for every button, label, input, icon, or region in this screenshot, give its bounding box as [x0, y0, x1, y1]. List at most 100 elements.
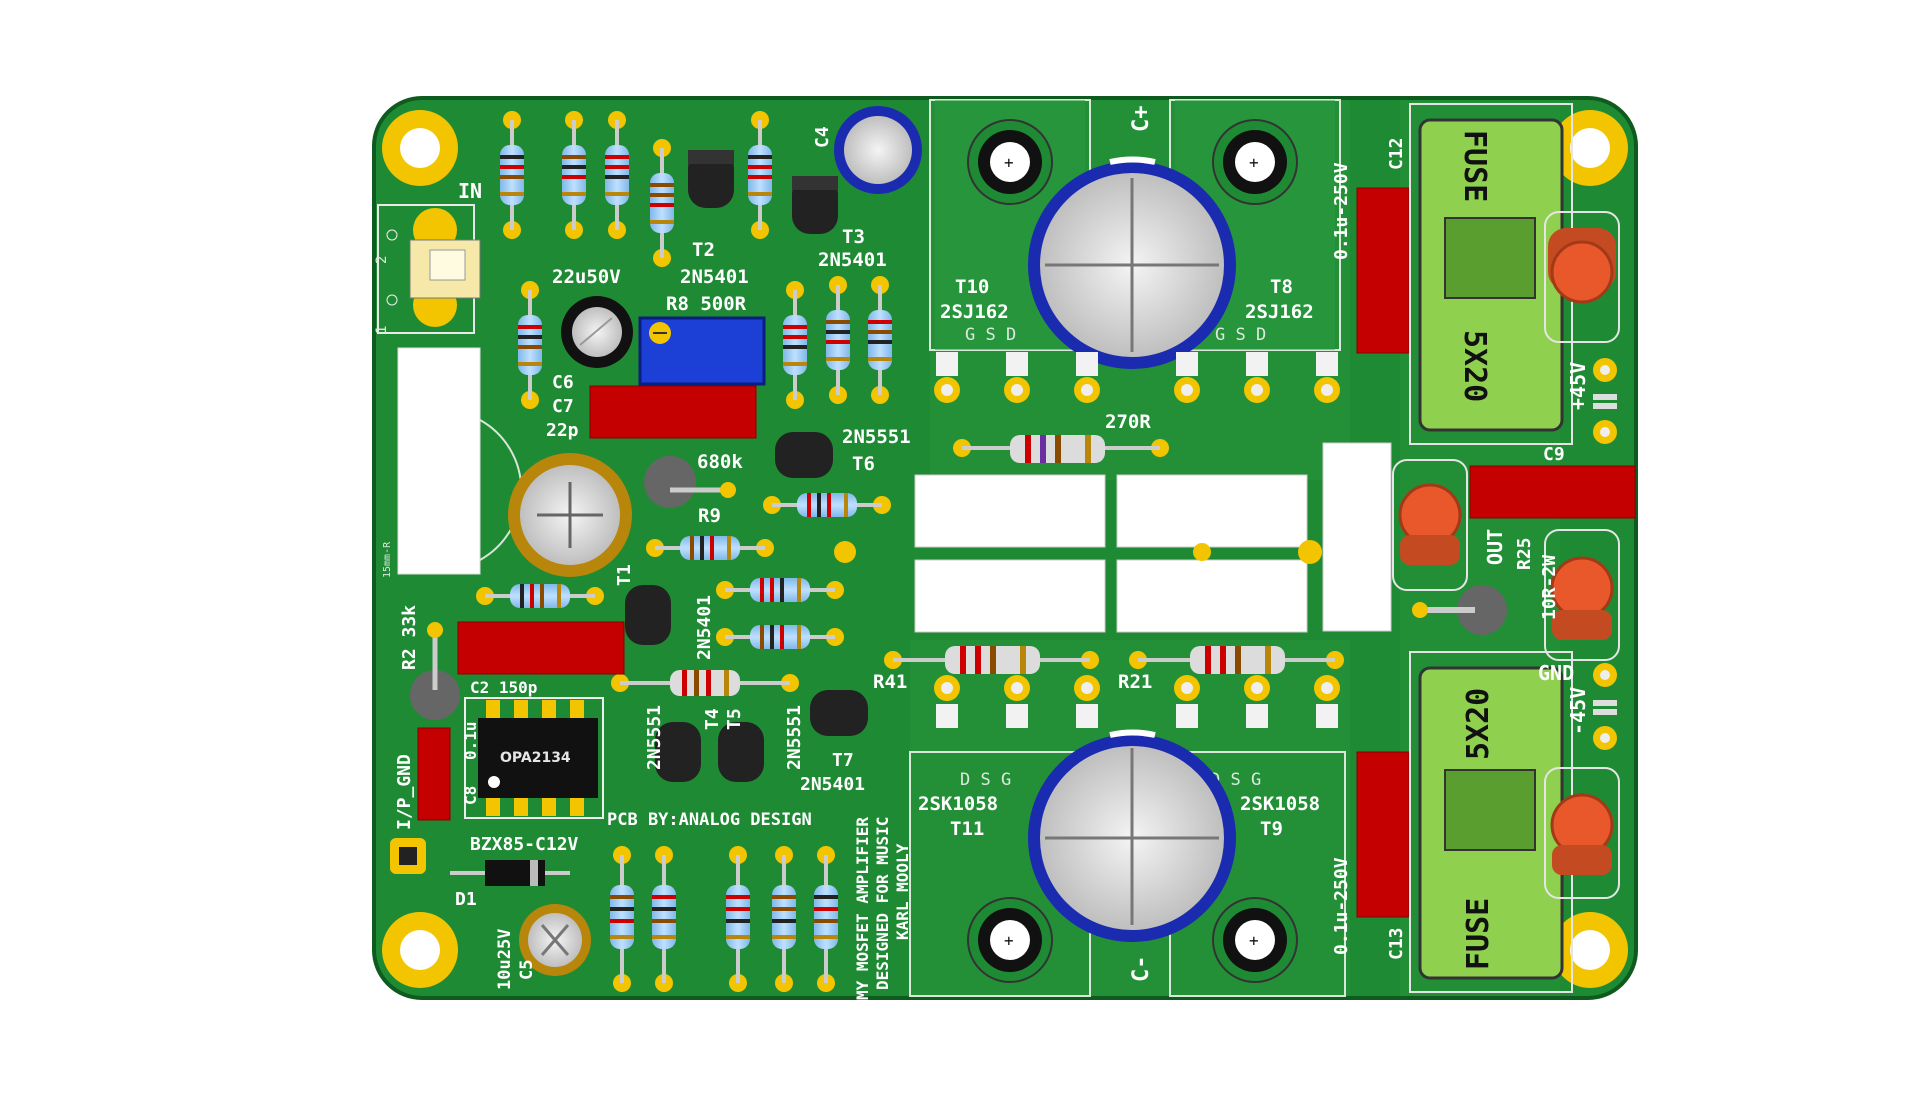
transistor-t3: [792, 176, 838, 234]
ic-opa2134: [464, 697, 604, 819]
label-r21: R21: [1118, 671, 1152, 693]
mosfet-pins-top: [934, 352, 1340, 403]
pad-plus45: [1593, 358, 1617, 444]
label-t3: T3: [842, 226, 865, 248]
diode-d1: [450, 860, 570, 886]
label-fuse-top: FUSE: [1457, 130, 1492, 202]
label-15mm: 15mm-R: [382, 541, 393, 578]
label-c5: C5: [517, 960, 537, 980]
transistor-t7: [810, 690, 868, 736]
mounting-hole-bl: [382, 912, 458, 988]
label-t5: T5: [724, 708, 745, 730]
resistor-r9: [644, 456, 736, 508]
label-t8-type: 2SJ162: [1245, 301, 1314, 323]
label-r9: R9: [698, 505, 721, 527]
label-t4: T4: [702, 708, 723, 730]
label-t10-pins: G S D: [965, 325, 1016, 345]
label-680k: 680k: [697, 451, 743, 473]
label-c12: C12: [1386, 137, 1407, 170]
capacitor-c9: [1469, 465, 1636, 519]
capacitor-c12: [1356, 187, 1410, 354]
svg-text:+: +: [1004, 153, 1014, 172]
capacitor-c-minus: [1028, 729, 1236, 942]
label-size-bot: 5X20: [1461, 688, 1496, 760]
label-d1: D1: [455, 889, 477, 910]
label-t7-type: 2N5401: [800, 774, 865, 795]
label-c13: C13: [1386, 927, 1407, 960]
label-t10-type: 2SJ162: [940, 301, 1009, 323]
label-gnd: GND: [1538, 661, 1574, 685]
label-r2: R2 33k: [399, 605, 420, 670]
label-t5-type: 2N5551: [784, 705, 805, 770]
terminal-bottom: [1544, 767, 1620, 899]
label-ip-gnd: I/P_GND: [394, 754, 415, 830]
label-t9: T9: [1260, 818, 1283, 840]
label-fuse-bot: FUSE: [1461, 898, 1496, 970]
transistor-t4: [655, 722, 701, 782]
label-r25-val: 10R-2W: [1539, 555, 1560, 620]
transistor-t6: [775, 432, 833, 478]
label-r8: R8 500R: [666, 293, 747, 315]
capacitor-c6: [561, 296, 633, 368]
label-t8-pins: G S D: [1215, 325, 1266, 345]
label-c4: C4: [812, 126, 833, 148]
label-cap-top: 0.1u-250V: [1331, 162, 1352, 260]
label-c22u: 22u50V: [552, 266, 621, 288]
label-pin2: 2: [374, 256, 390, 264]
capacitor-c5: [519, 904, 591, 976]
label-r25: R25: [1514, 537, 1535, 570]
mosfet-screw-t11: +: [967, 897, 1053, 983]
label-t2-type: 2N5401: [680, 266, 749, 288]
svg-text:+: +: [1249, 931, 1259, 950]
source-resistor-pads: [834, 442, 1392, 633]
mosfet-screw-t8: +: [1212, 119, 1298, 205]
capacitor-c13: [1356, 751, 1410, 918]
capacitor-c8: [417, 727, 451, 821]
label-zener: BZX85-C12V: [470, 834, 579, 855]
label-t2: T2: [692, 239, 715, 261]
transistor-t5: [718, 722, 764, 782]
label-c8: C8: [461, 786, 480, 805]
label-opamp: OPA2134: [500, 750, 571, 766]
terminal-gnd: [1544, 529, 1620, 661]
label-t6-type: 2N5551: [842, 426, 911, 448]
capacitor-main-input: [508, 453, 632, 577]
mounting-hole-tl: [382, 110, 458, 186]
label-credit3: KARL MOOLY: [893, 843, 912, 940]
fuse-holder-top: [1409, 103, 1573, 445]
label-t1: T1: [614, 564, 635, 586]
capacitor-c-plus: [1028, 156, 1236, 369]
label-c6: C6: [552, 372, 574, 393]
label-t11-type: 2SK1058: [918, 793, 998, 815]
label-cplus: C+: [1129, 106, 1154, 133]
label-c8-val: 0.1u: [461, 721, 480, 760]
label-270r: 270R: [1105, 411, 1151, 433]
label-t9-type: 2SK1058: [1240, 793, 1320, 815]
svg-text:+: +: [1249, 153, 1259, 172]
label-credit2: DESIGNED FOR MUSIC: [873, 817, 892, 990]
label-t7: T7: [832, 750, 854, 771]
label-t9-pins: D S G: [1210, 770, 1261, 790]
heatsink-pad-left: [397, 347, 481, 575]
resistor-array-mid: [476, 493, 891, 696]
label-pin1: 1: [374, 326, 390, 334]
resistor-r21: [1129, 646, 1344, 674]
trimmer-r8: [638, 316, 766, 386]
label-t1-type: 2N5401: [694, 595, 715, 660]
resistor-r25: [1412, 585, 1507, 635]
label-credit1: MY MOSFET AMPLIFIER: [853, 817, 872, 1000]
ip-gnd-pad: [390, 838, 426, 874]
label-c7: C7: [552, 396, 574, 417]
label-c2: C2 150p: [470, 678, 537, 697]
resistor-r41: [884, 646, 1099, 674]
pad-minus45: [1593, 663, 1617, 750]
label-minus45: -45V: [1566, 687, 1590, 735]
label-t11: T11: [950, 818, 984, 840]
label-c5-val: 10u25V: [495, 929, 515, 990]
mosfet-screw-t9: +: [1212, 897, 1298, 983]
resistor-array-top: [500, 111, 892, 409]
transistor-t1: [625, 585, 671, 645]
resistor-array-bottom: [610, 846, 838, 992]
label-out: OUT: [1483, 529, 1507, 565]
